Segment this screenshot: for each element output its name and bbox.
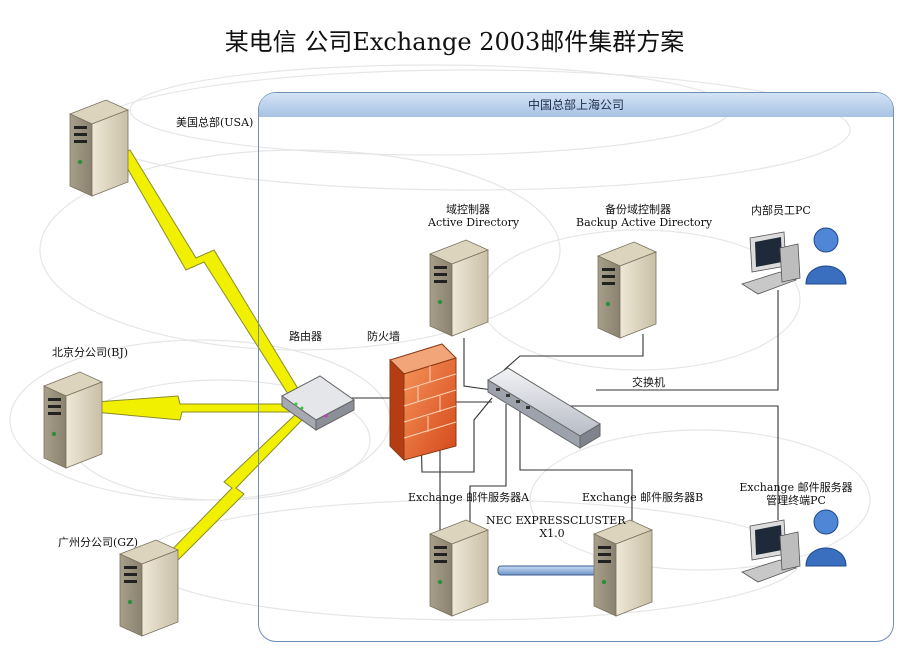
switch-icon [487,367,601,449]
label-bdc-line2: Backup Active Directory [576,216,713,229]
label-dc-line2: Active Directory [428,216,520,229]
server-icon [43,371,103,469]
label-dc: 域控制器 Active Directory [428,203,520,229]
label-cluster-line2: X1.0 [539,527,565,540]
label-admin-line1: Exchange 邮件服务器 [739,481,853,494]
label-gz: 广州分公司(GZ) [58,536,139,549]
label-mail-a: Exchange 邮件服务器A [408,491,530,504]
server-icon [69,99,129,197]
label-router: 路由器 [289,330,322,343]
label-switch: 交换机 [632,376,665,389]
label-admin-pc: Exchange 邮件服务器 管理终端PC [738,481,854,507]
server-icon [119,539,179,637]
label-usa: 美国总部(USA) [176,116,254,129]
router-icon [281,375,355,431]
page-title: 某电信 公司Exchange 2003邮件集群方案 [224,28,685,56]
firewall-icon [389,343,457,462]
label-pc: 内部员工PC [751,204,811,217]
label-firewall: 防火墙 [367,330,400,343]
hq-region: 中国总部上海公司 [258,92,894,642]
label-admin-line2: 管理终端PC [766,494,826,507]
label-cluster: NEC EXPRESSCLUSTER X1.0 [486,514,626,540]
label-bdc: 备份域控制器 Backup Active Directory [576,203,713,229]
label-bj: 北京分公司(BJ) [52,346,129,359]
label-mail-b: Exchange 邮件服务器B [582,491,704,504]
region-header: 中国总部上海公司 [259,93,893,117]
label-cluster-line1: NEC EXPRESSCLUSTER [486,514,626,527]
label-bdc-line1: 备份域控制器 [605,203,671,216]
label-dc-line1: 域控制器 [446,203,490,216]
